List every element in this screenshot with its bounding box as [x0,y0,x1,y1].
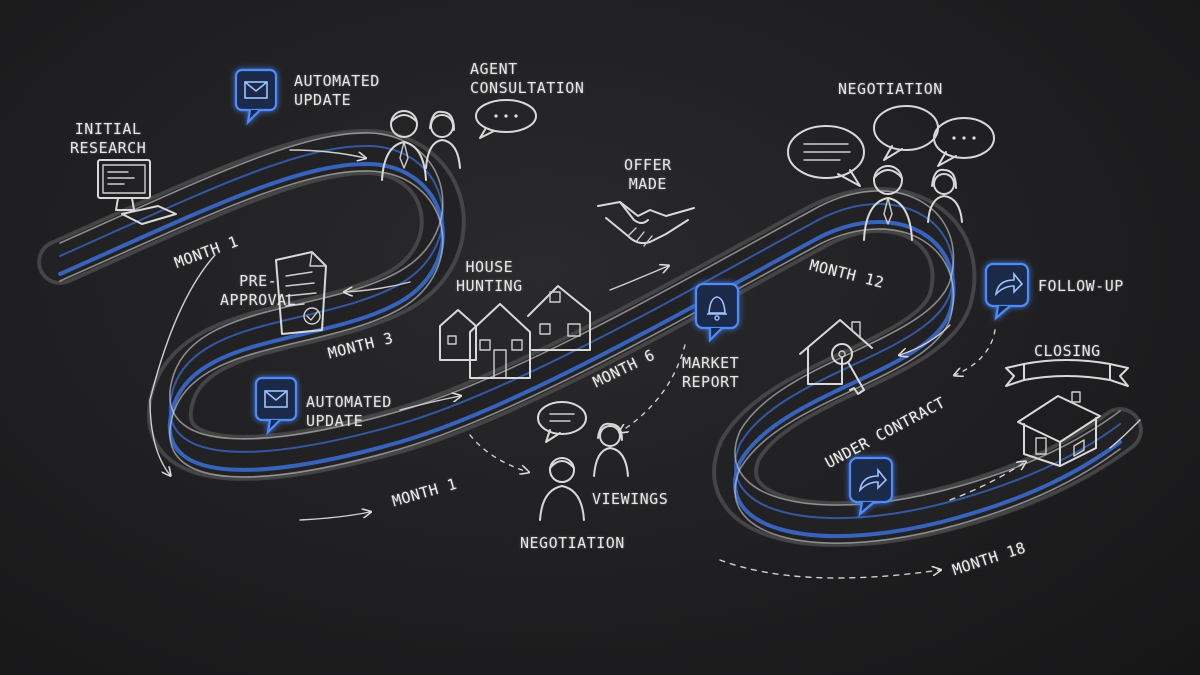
speech-bubble-icon [787,125,865,187]
label-closing: CLOSING [1034,342,1101,360]
speech-bubble-icon [873,105,939,161]
people-icon [539,422,629,521]
bell-notification-icon [694,282,740,343]
speech-bubble-icon [933,117,995,167]
label-pre-approval: PRE- APPROVAL [220,272,297,309]
label-market-report: MARKET REPORT [682,354,740,391]
envelope-message-icon [254,376,298,436]
label-automated-update-top: AUTOMATED UPDATE [294,72,380,109]
share-arrow-icon [848,456,894,517]
desktop-computer-icon [97,159,177,225]
people-icon [863,165,963,241]
label-follow-up: FOLLOW-UP [1038,277,1124,295]
label-negotiation-top: NEGOTIATION [838,80,943,98]
label-house-hunting: HOUSE HUNTING [456,258,523,295]
handshake-icon [597,201,695,247]
label-offer-made: OFFER MADE [624,156,672,193]
house-icon [1017,391,1101,467]
label-automated-update-mid: AUTOMATED UPDATE [306,393,392,430]
people-icon [381,110,461,181]
speech-bubble-icon [475,99,537,139]
house-key-icon [799,319,873,395]
checklist-document-icon [275,251,327,335]
direction-arrows [149,149,1141,579]
label-viewings: VIEWINGS [592,490,669,508]
speech-bubble-icon [537,401,587,443]
label-initial-research: INITIAL RESEARCH [70,120,147,157]
label-agent-consultation: AGENT CONSULTATION [470,60,585,97]
envelope-message-icon [234,68,278,126]
road [37,128,1143,548]
label-negotiation-lower: NEGOTIATION [520,534,625,552]
share-arrow-icon [984,262,1030,321]
houses-icon [439,285,591,379]
ribbon-banner-icon [1005,359,1129,387]
